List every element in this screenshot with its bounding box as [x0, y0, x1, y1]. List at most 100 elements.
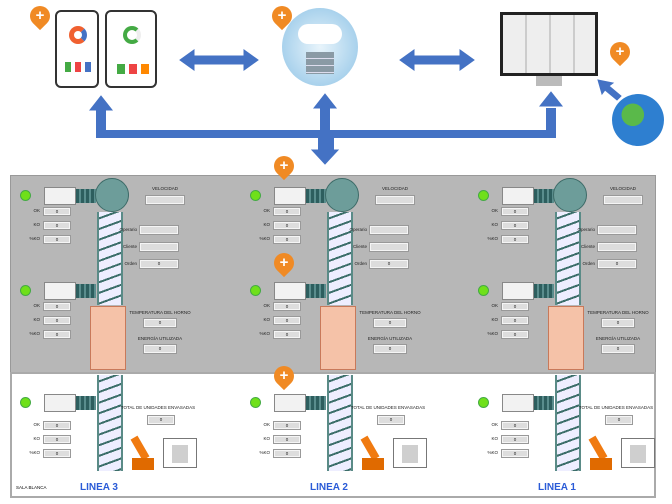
oven-icon [90, 306, 126, 370]
label-pko: %KO [259, 236, 270, 241]
label-pko: %KO [29, 450, 40, 455]
label-ko: KO [33, 436, 40, 441]
status-lamp [20, 190, 31, 201]
desktop-monitor [500, 12, 598, 76]
label-ok: OK [263, 208, 270, 213]
status-lamp [478, 190, 489, 201]
add-pin-desktop[interactable]: + [605, 37, 635, 67]
label-ko: KO [491, 222, 498, 227]
value-pko: 0 [501, 330, 529, 339]
temperatura-label: TEMPERATURA DEL HORNO [587, 310, 649, 315]
label-ko: KO [491, 436, 498, 441]
energia-value: 0 [143, 344, 177, 354]
add-pin-station-2[interactable]: + [269, 248, 299, 278]
cloud-icon [298, 24, 342, 44]
conveyor-spiral [327, 212, 353, 305]
camera-icon [44, 280, 99, 302]
camera-icon [44, 392, 99, 414]
add-pin-station-3[interactable]: + [269, 361, 299, 391]
velocidad-label: VELOCIDAD [381, 186, 408, 191]
energia-value: 0 [373, 344, 407, 354]
donut-chart-icon [69, 26, 87, 44]
total-label: TOTAL DE UNIDADES ENVASADAS [578, 405, 654, 410]
conveyor-spiral [97, 375, 123, 471]
donut-chart-icon [123, 26, 141, 44]
total-value: 0 [377, 415, 405, 425]
value-ko: 0 [273, 221, 301, 230]
conveyor-spiral [555, 375, 581, 471]
energia-value: 0 [601, 344, 635, 354]
temperatura-value: 0 [373, 318, 407, 328]
camera-icon [502, 185, 557, 207]
conveyor-spiral [327, 375, 353, 471]
bar-chart-icon [117, 64, 149, 74]
fan-icon [325, 178, 359, 212]
bar-chart-icon [65, 62, 91, 72]
arrow-up-phone [88, 95, 114, 111]
double-arrow-left [179, 49, 259, 71]
cliente-label: Cliente [122, 244, 137, 249]
total-label: TOTAL DE UNIDADES ENVASADAS [120, 405, 196, 410]
operario-value [597, 225, 637, 235]
operario-value [369, 225, 409, 235]
label-pko: %KO [29, 331, 40, 336]
label-ko: KO [491, 317, 498, 322]
total-value: 0 [605, 415, 633, 425]
camera-icon [274, 392, 329, 414]
value-ko: 0 [43, 316, 71, 325]
arrow-up-cloud [312, 93, 338, 109]
value-ok: 0 [273, 207, 301, 216]
add-pin-cloud[interactable]: + [267, 1, 297, 31]
value-ok: 0 [501, 207, 529, 216]
value-pko: 0 [43, 449, 71, 458]
value-ok: 0 [501, 302, 529, 311]
value-ko: 0 [43, 221, 71, 230]
velocidad-value [145, 195, 185, 205]
arrow-down-panel [310, 149, 340, 165]
value-ok: 0 [501, 421, 529, 430]
robot-arm-icon [588, 432, 618, 470]
oven-icon [548, 306, 584, 370]
velocidad-label: VELOCIDAD [609, 186, 636, 191]
label-ok: OK [33, 208, 40, 213]
label-ko: KO [33, 317, 40, 322]
label-ok: OK [491, 208, 498, 213]
value-pko: 0 [43, 330, 71, 339]
robot-arm-icon [360, 432, 390, 470]
value-ok: 0 [43, 302, 71, 311]
cliente-value [597, 242, 637, 252]
status-lamp [250, 397, 261, 408]
status-lamp [478, 397, 489, 408]
cliente-label: Cliente [580, 244, 595, 249]
status-lamp [250, 285, 261, 296]
temperatura-value: 0 [601, 318, 635, 328]
orden-label: Orden [124, 261, 137, 266]
cloud-stem [320, 106, 330, 134]
value-pko: 0 [273, 330, 301, 339]
value-ok: 0 [273, 421, 301, 430]
value-ko: 0 [273, 435, 301, 444]
add-pin-station-1[interactable]: + [269, 151, 299, 181]
label-pko: %KO [259, 450, 270, 455]
label-ok: OK [263, 422, 270, 427]
operario-label: Operario [349, 227, 367, 232]
add-pin-mobile[interactable]: + [25, 1, 55, 31]
velocidad-value [603, 195, 643, 205]
total-value: 0 [147, 415, 175, 425]
oven-icon [320, 306, 356, 370]
energia-label: ENERGÍA UTILIZADA [595, 336, 641, 341]
operario-label: Operario [577, 227, 595, 232]
label-ok: OK [263, 303, 270, 308]
label-pko: %KO [487, 450, 498, 455]
label-ok: OK [491, 422, 498, 427]
fan-icon [553, 178, 587, 212]
package-box-icon [621, 438, 655, 468]
package-box-icon [393, 438, 427, 468]
velocidad-label: VELOCIDAD [151, 186, 178, 191]
double-arrow-right [399, 49, 475, 71]
value-ko: 0 [273, 316, 301, 325]
temperatura-value: 0 [143, 318, 177, 328]
cliente-label: Cliente [352, 244, 367, 249]
robot-arm-icon [130, 432, 160, 470]
label-ko: KO [263, 436, 270, 441]
